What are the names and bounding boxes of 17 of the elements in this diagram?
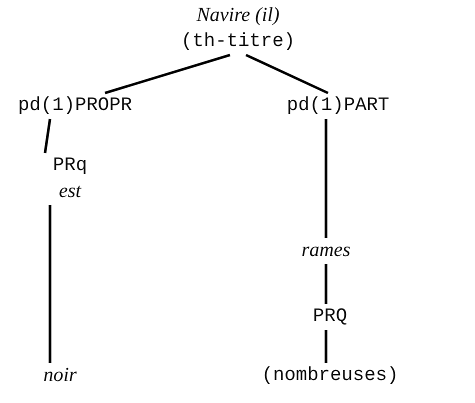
tree-branch-line	[324, 264, 328, 304]
node-label: rames	[302, 238, 350, 263]
node-label: (th-titre)	[180, 29, 296, 54]
tree-branch-line	[44, 118, 52, 154]
node-label: (nombreuses)	[262, 363, 398, 388]
tree-branch-line	[324, 330, 328, 363]
node-label: PRq	[52, 153, 88, 178]
tree-branch-line	[48, 205, 52, 363]
node-label: pd(1)PART	[286, 93, 390, 118]
node-label: pd(1)PROPR	[18, 93, 132, 118]
node-label: PRQ	[312, 304, 348, 329]
node-label: Navire (il)	[195, 3, 281, 28]
tree-branch-line	[245, 54, 329, 94]
tree-branch-line	[104, 54, 230, 94]
node-label: est	[58, 179, 82, 204]
tree-branch-line	[324, 119, 328, 238]
node-label: noir	[43, 363, 77, 388]
